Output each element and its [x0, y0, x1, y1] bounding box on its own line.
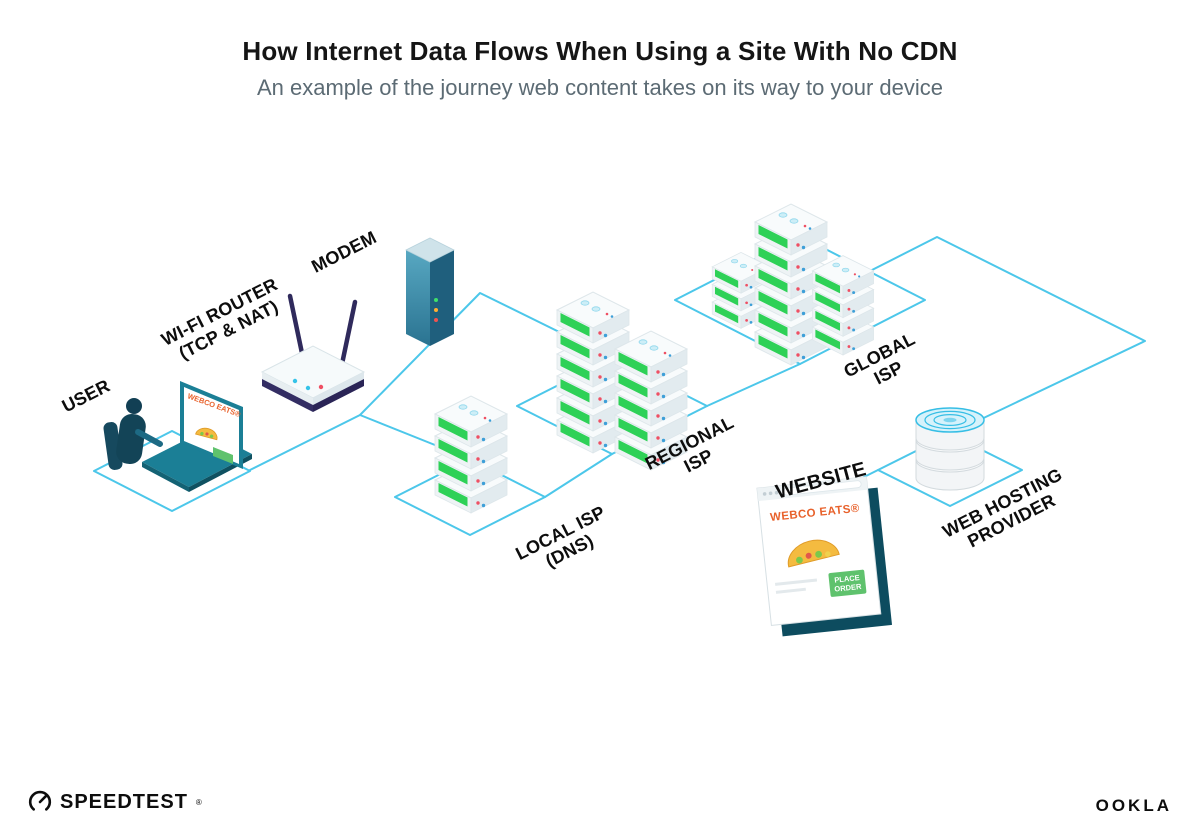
speedtest-gauge-icon	[28, 790, 52, 811]
laptop-base-edge	[142, 462, 189, 492]
speedtest-logo: SPEEDTEST ®	[28, 790, 202, 814]
ookla-logo: OOKLA	[1096, 796, 1172, 816]
header: How Internet Data Flows When Using a Sit…	[0, 0, 1200, 101]
laptop-screen-taco	[195, 427, 218, 441]
router-led-1	[292, 378, 298, 384]
ookla-wordmark: OOKLA	[1095, 796, 1172, 815]
line-regional-to-global	[706, 363, 801, 407]
modem-face-right	[430, 250, 454, 346]
modem-led-green	[434, 298, 438, 302]
user-arm	[135, 429, 163, 447]
modem-top	[405, 237, 455, 263]
website-browser: WEBCO EATS® PLACE ORDER	[756, 476, 893, 637]
web-hosting-database	[915, 407, 985, 491]
local-isp-servers	[434, 395, 508, 514]
router-stripe-right	[313, 379, 364, 412]
speedtest-wordmark: SPEEDTEST	[60, 790, 188, 813]
user-workstation: WEBCO EATS®	[103, 381, 252, 492]
router-antenna-left	[287, 293, 306, 361]
browser-text-line-1	[774, 578, 818, 586]
order-button	[828, 569, 867, 597]
line-user-to-regional	[249, 292, 613, 471]
browser-dot-2	[768, 491, 773, 496]
modem-face-left	[406, 250, 430, 346]
speedtest-trademark: ®	[195, 797, 202, 807]
modem-led-amber	[434, 308, 438, 312]
wifi-router	[260, 293, 366, 412]
modem-led-red	[434, 318, 438, 322]
user-head	[126, 398, 142, 414]
line-local-to-regional	[544, 453, 613, 498]
global-isp-servers	[711, 203, 875, 366]
order-button-line2: ORDER	[834, 582, 862, 594]
page-title: How Internet Data Flows When Using a Sit…	[242, 36, 958, 66]
db-ring-center	[943, 417, 957, 423]
router-led-3	[318, 384, 324, 390]
router-antenna-right	[339, 299, 358, 367]
platform-user	[93, 430, 251, 512]
laptop-screen	[184, 387, 239, 464]
line-global-to-hosting-loop	[869, 236, 1146, 435]
page-subtitle: An example of the journey web content ta…	[256, 75, 944, 100]
browser-dot-1	[762, 492, 767, 496]
browser-dot-3	[774, 490, 779, 495]
router-stripe-left	[262, 379, 313, 412]
order-button-line1: PLACE	[834, 573, 860, 585]
browser-url-bar	[783, 480, 862, 496]
website-taco	[787, 539, 840, 568]
db-ring-inner	[933, 414, 967, 427]
laptop-screen-order-button	[213, 447, 233, 464]
db-ring-outer	[924, 410, 976, 430]
browser-text-line-2	[775, 587, 806, 594]
chair-back	[103, 422, 123, 470]
modem	[405, 237, 455, 346]
router-led-2	[305, 385, 311, 391]
user-body	[116, 413, 146, 465]
connection-lines	[249, 236, 1146, 507]
